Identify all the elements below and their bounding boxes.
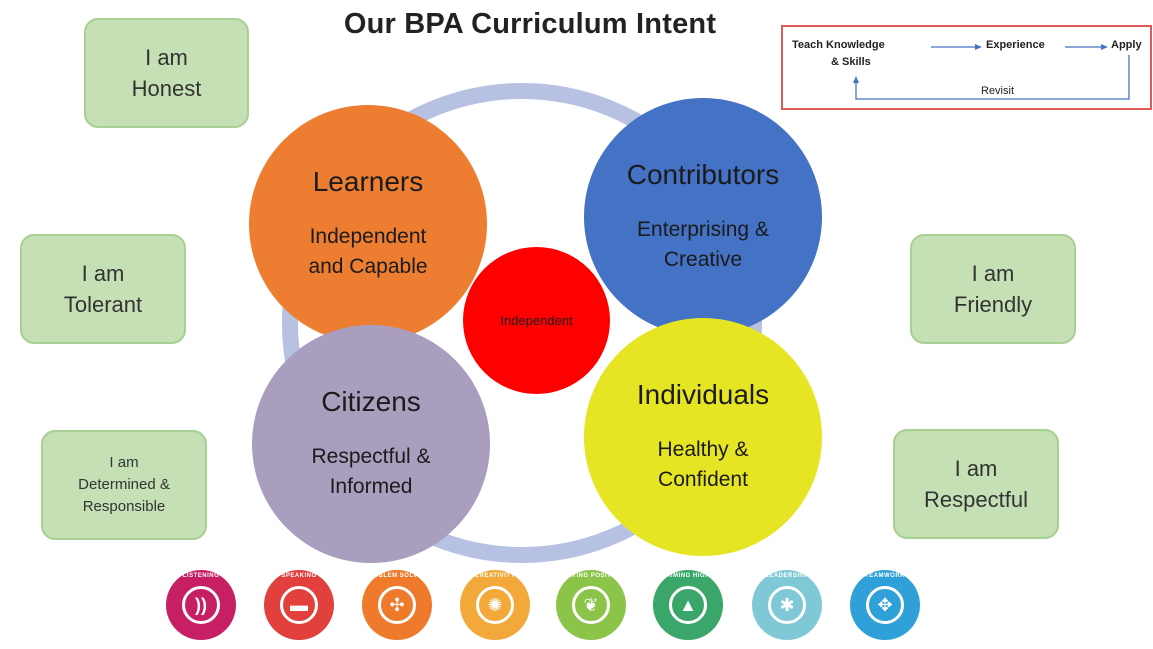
- leadership-label: LEADERSHIP: [765, 573, 809, 579]
- center-circle: Independent: [463, 247, 610, 394]
- citizens-heading: Citizens: [321, 386, 421, 417]
- speaking-label: SPEAKING: [281, 573, 317, 579]
- aiming-high-label: AIMING HIGH: [666, 573, 710, 579]
- revisit-loop-line: [855, 55, 1130, 100]
- value-box-line: Honest: [131, 76, 202, 101]
- value-box-line: Responsible: [82, 498, 166, 515]
- contributors-line2: Creative: [663, 248, 743, 271]
- creativity-icon: CREATIVITY ✺: [460, 570, 530, 640]
- problem-solving-glyph: ✣: [378, 586, 416, 624]
- individuals-circle: Individuals Healthy & Confident: [584, 318, 822, 556]
- arrowhead-icon: [975, 44, 982, 50]
- listening-icon: LISTENING)): [166, 570, 236, 640]
- flow-step-2: Experience: [986, 39, 1045, 51]
- value-box-friendly: I am Friendly: [910, 234, 1076, 344]
- speaking-icon: SPEAKING ▬: [264, 570, 334, 640]
- learners-line2: and Capable: [308, 255, 428, 278]
- flow-loop-label: Revisit: [981, 85, 1015, 97]
- learners-heading: Learners: [312, 166, 424, 197]
- leadership-glyph: ✱: [768, 586, 806, 624]
- value-box-line: I am: [81, 261, 125, 286]
- contributors-line1: Enterprising &: [637, 218, 769, 241]
- arrowhead-icon: [853, 76, 859, 83]
- flow-arrows: [853, 44, 1130, 100]
- value-box-line: I am: [971, 261, 1015, 286]
- speaking-glyph: ▬: [280, 586, 318, 624]
- leadership-icon: LEADERSHIP ✱: [752, 570, 822, 640]
- value-box-line: Respectful: [924, 487, 1028, 512]
- value-box-line: Friendly: [953, 292, 1033, 317]
- creativity-label: CREATIVITY: [474, 573, 516, 579]
- flow-step-3: Apply: [1111, 39, 1142, 51]
- page-title: Our BPA Curriculum Intent: [343, 8, 717, 40]
- citizens-line2: Informed: [329, 475, 413, 498]
- value-box-determined: I am Determined & Responsible: [41, 430, 207, 540]
- problem-solving-icon: PROBLEM SOLVING ✣: [362, 570, 432, 640]
- value-box-line: Determined &: [78, 476, 170, 493]
- listening-label: LISTENING: [182, 573, 220, 579]
- value-box-line: I am: [109, 454, 139, 471]
- teamwork-label: TEAMWORK: [865, 573, 905, 579]
- flow-step-1: Teach Knowledge: [792, 39, 885, 51]
- individuals-line2: Confident: [658, 468, 748, 491]
- listening-glyph: )): [182, 586, 220, 624]
- contributors-circle: Contributors Enterprising & Creative: [584, 98, 822, 336]
- process-flow-box: Teach Knowledge & Skills Experience Appl…: [781, 25, 1152, 110]
- staying-positive-icon: STAYING POSITIVE ❦: [556, 570, 626, 640]
- value-box-honest: I am Honest: [84, 18, 249, 128]
- individuals-heading: Individuals: [636, 379, 770, 410]
- flow-step-1-cont: & Skills: [831, 56, 871, 68]
- staying-positive-glyph: ❦: [572, 586, 610, 624]
- teamwork-icon: TEAMWORK ✥: [850, 570, 920, 640]
- value-box-line: I am: [145, 45, 188, 70]
- creativity-glyph: ✺: [476, 586, 514, 624]
- value-box-respectful: I am Respectful: [893, 429, 1059, 539]
- citizens-circle: Citizens Respectful & Informed: [252, 325, 490, 563]
- value-box-line: Tolerant: [63, 292, 143, 317]
- value-box-line: I am: [954, 456, 998, 481]
- value-box-tolerant: I am Tolerant: [20, 234, 186, 344]
- aiming-high-glyph: ▲: [669, 586, 707, 624]
- contributors-heading: Contributors: [626, 159, 780, 190]
- staying-positive-label: STAYING POSITIVE: [559, 573, 623, 579]
- center-label: Independent: [500, 313, 573, 328]
- aiming-high-icon: AIMING HIGH ▲: [653, 570, 723, 640]
- skill-icons-row: LISTENING)) SPEAKING ▬ PROBLEM SOLVING ✣ CREA…: [166, 570, 936, 646]
- learners-circle: Learners Independent and Capable: [249, 105, 487, 343]
- arrowhead-icon: [1101, 44, 1108, 50]
- teamwork-glyph: ✥: [866, 586, 904, 624]
- problem-solving-label: PROBLEM SOLVING: [364, 573, 430, 579]
- learners-line1: Independent: [309, 225, 427, 248]
- individuals-line1: Healthy &: [657, 438, 749, 461]
- citizens-line1: Respectful &: [311, 445, 431, 468]
